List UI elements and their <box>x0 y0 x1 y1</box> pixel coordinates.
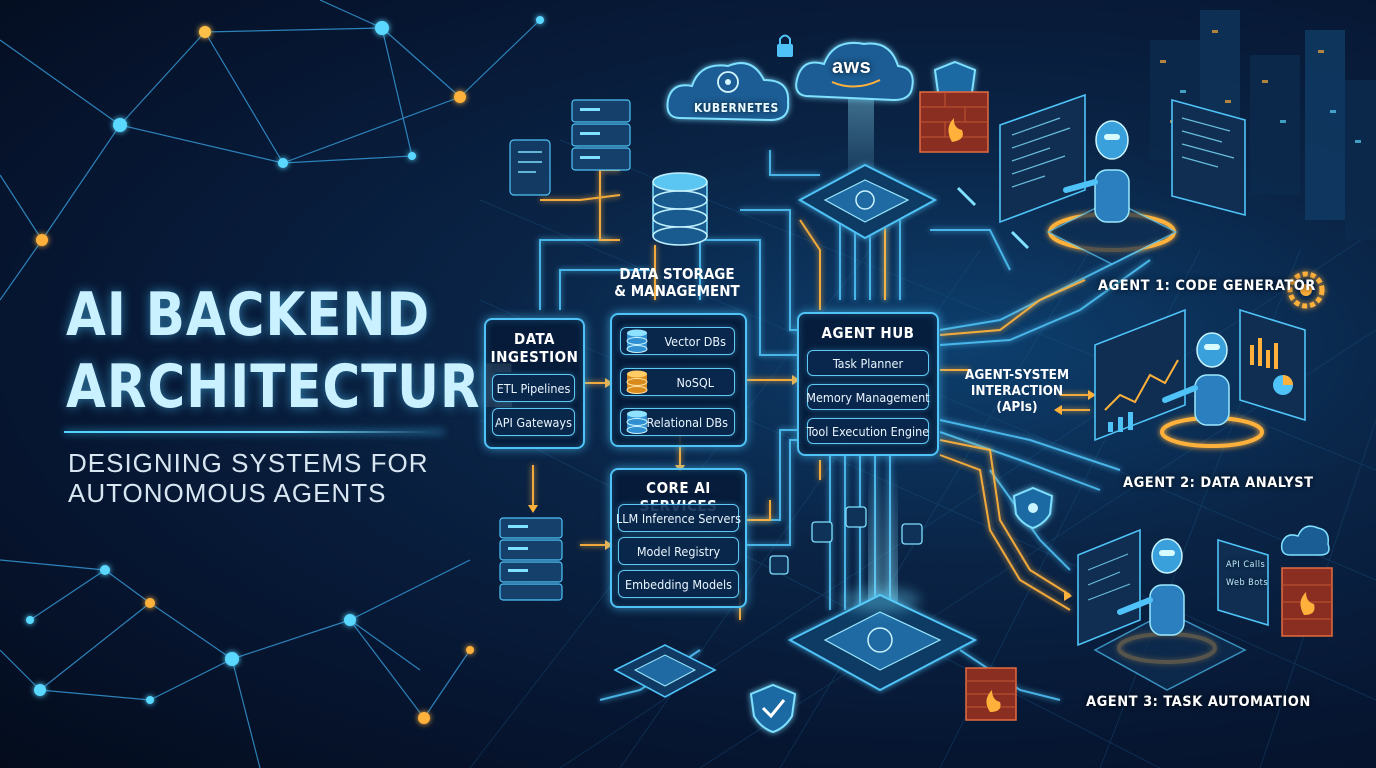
kubernetes-label: KUBERNETES <box>694 101 779 115</box>
data-storage-title-1: DATA STORAGE <box>619 265 735 283</box>
vector-dbs-label: Vector DBs <box>664 333 726 349</box>
agent-2-label: AGENT 2: DATA ANALYST <box>1123 475 1314 491</box>
code-monitor-right <box>1171 98 1246 217</box>
agent-hub-title: AGENT HUB <box>821 324 915 342</box>
kubernetes-cloud <box>666 62 790 122</box>
cloud-upload-icon <box>1280 525 1330 556</box>
server-rack-top <box>571 99 631 171</box>
subtitle-line-2: AUTONOMOUS AGENTS <box>68 478 387 508</box>
api-gateways-item: API Gateways <box>492 408 575 436</box>
shield-check-icon <box>749 683 797 734</box>
small-service-icons <box>769 506 923 575</box>
core-ai-services-box: CORE AI SERVICES LLM Inference Servers M… <box>610 468 747 608</box>
interaction-label: AGENT-SYSTEM INTERACTION (APIs) <box>962 367 1072 415</box>
title-divider <box>64 431 444 433</box>
firewall-icon <box>919 91 989 153</box>
tool-execution-item: Tool Execution Engine <box>807 418 929 444</box>
automation-monitor-left <box>1077 528 1141 647</box>
robot-agent-2 <box>1160 332 1264 448</box>
vector-db-icon <box>626 329 648 353</box>
data-ingestion-box: DATA INGESTION ETL Pipelines API Gateway… <box>484 318 585 449</box>
web-bots-label: Web Bots <box>1226 578 1269 588</box>
page-title-line-2: ARCHITECTURE <box>66 352 517 422</box>
api-calls-label: API Calls <box>1226 560 1266 570</box>
interaction-line-2: INTERACTION <box>970 383 1064 399</box>
data-ingestion-title-1: DATA <box>514 330 555 348</box>
document-icon <box>509 139 551 196</box>
analytics-monitor-right <box>1239 308 1306 422</box>
relational-dbs-label: Relational DBs <box>646 414 728 430</box>
robot-agent-3 <box>1093 538 1247 691</box>
agent-1-label: AGENT 1: CODE GENERATOR <box>1098 278 1316 294</box>
automation-monitor-right <box>1217 538 1269 627</box>
agent-3-label: AGENT 3: TASK AUTOMATION <box>1086 694 1311 710</box>
network-lines <box>0 0 541 768</box>
data-storage-box: Vector DBs NoSQL Relational DBs <box>610 313 747 447</box>
interaction-line-1: AGENT-SYSTEM <box>964 367 1070 383</box>
subtitle: DESIGNING SYSTEMS FOR AUTONOMOUS AGENTS <box>68 448 429 508</box>
firewall-right-icon <box>1281 567 1333 637</box>
database-cylinder <box>652 172 708 246</box>
memory-management-item: Memory Management <box>806 384 930 410</box>
nosql-db-icon <box>626 370 648 394</box>
subtitle-line-1: DESIGNING SYSTEMS FOR <box>68 448 429 478</box>
data-storage-title: DATA STORAGE & MANAGEMENT <box>612 266 742 300</box>
analytics-monitor-left <box>1094 308 1186 442</box>
shield-security-icon <box>1012 486 1054 530</box>
light-beam-lower <box>868 470 898 610</box>
orange-circuits <box>532 169 1090 620</box>
lock-icon <box>777 34 793 57</box>
relational-db-icon <box>626 410 648 434</box>
agent-hub-box: AGENT HUB Task Planner Memory Management… <box>797 312 939 456</box>
model-registry-item: Model Registry <box>618 537 739 565</box>
page-title-line-1: AI BACKEND <box>66 280 431 350</box>
server-rack-bottom <box>499 517 563 601</box>
robot-agent-1 <box>1046 120 1178 265</box>
data-storage-title-2: & MANAGEMENT <box>614 282 740 300</box>
cpu-chip-top <box>797 163 938 240</box>
etl-pipelines-item: ETL Pipelines <box>492 374 575 402</box>
cpu-chip-small <box>613 644 717 698</box>
cpu-chip-bottom <box>787 588 978 692</box>
aws-label: aws <box>832 56 872 78</box>
code-monitor-left <box>999 93 1086 224</box>
nosql-label: NoSQL <box>676 374 714 390</box>
network-nodes <box>26 16 544 724</box>
wrench-icon <box>956 186 1030 250</box>
llm-inference-item: LLM Inference Servers <box>616 504 741 532</box>
embedding-models-item: Embedding Models <box>618 570 739 598</box>
aws-cloud <box>795 42 914 102</box>
task-planner-item: Task Planner <box>807 350 929 376</box>
data-ingestion-title-2: INGESTION <box>490 348 579 366</box>
interaction-line-3: (APIs) <box>996 399 1038 415</box>
firewall-bottom-icon <box>965 667 1017 721</box>
gear-icon <box>1287 271 1325 309</box>
